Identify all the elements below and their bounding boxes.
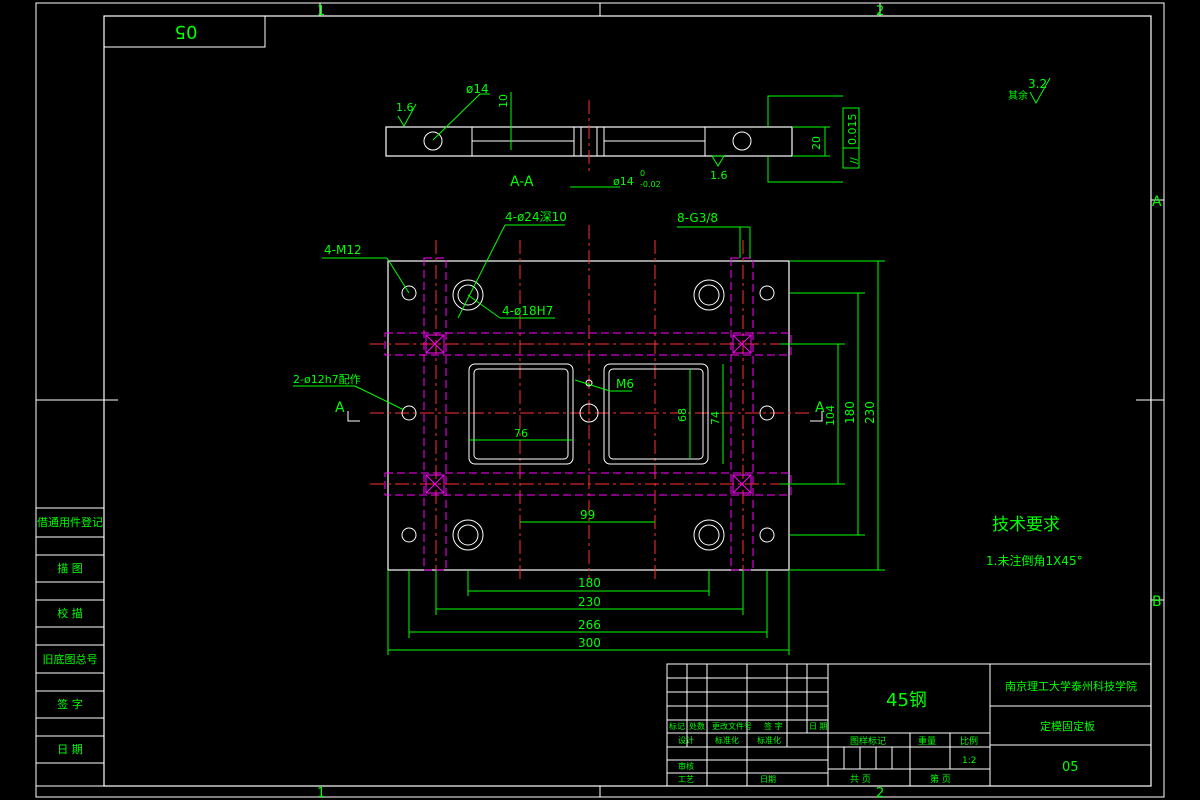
callout-m6: M6: [616, 377, 634, 391]
total-sheets-label: 共 页: [850, 774, 871, 785]
left-cell-date: 日 期: [57, 743, 83, 756]
callout-counterbore: 4-ø24深10: [505, 210, 567, 224]
standardization-label: 标准化: [715, 735, 739, 745]
zone-label-bottom-1: 1: [317, 786, 325, 800]
dim-104: 104: [824, 405, 837, 426]
roughness-right: 1.6: [710, 169, 728, 182]
dim-74: 74: [709, 411, 722, 425]
dim-bore-tol-upper: 0: [640, 169, 645, 178]
rev-doc-header: 更改文件号: [712, 721, 752, 731]
left-cell-signature: 签 字: [57, 697, 83, 711]
rev-sign-header: 签 字: [764, 721, 783, 731]
zone-label-right-a: A: [1152, 194, 1162, 210]
scale-header: 比例: [960, 735, 978, 747]
school-name: 南京理工大学泰州科技学院: [1005, 679, 1137, 693]
part-name: 定模固定板: [1040, 719, 1095, 733]
zone-label-bottom-2: 2: [876, 786, 884, 800]
designer-label: 设计: [678, 735, 694, 745]
approve-label: 日期: [760, 775, 776, 784]
dispatch-label: 标准化: [757, 735, 781, 745]
callout-pins: 2-ø12h7配作: [293, 373, 361, 386]
tolerance-value: 0.015: [846, 114, 859, 146]
callout-g38: 8-G3/8: [677, 211, 718, 225]
section-marker-left: A: [335, 400, 345, 416]
callout-m12: 4-M12: [324, 243, 362, 257]
tech-requirements-item1: 1.未注倒角1X45°: [986, 553, 1083, 568]
zone-label-top-2: 2: [876, 4, 884, 19]
dim-bore: ø14: [613, 175, 634, 188]
dim-180-vertical: 180: [843, 401, 857, 424]
weight-header: 重量: [918, 735, 936, 747]
stage-mark-header: 图样标记: [850, 735, 886, 747]
section-view: 10 ø14 ø14 0 -0.02 A-A 20 // 0.015 1.6 1…: [385, 77, 1051, 190]
dim-depth-10: 10: [497, 94, 510, 108]
process-label: 工艺: [678, 775, 694, 784]
dim-300: 300: [578, 636, 601, 650]
sheet-number-label: 第 页: [930, 773, 951, 785]
left-signoff-panel: 借通用件登记 描 图 校 描 旧底图总号 签 字 日 期: [35, 507, 105, 787]
left-cell-old-number: 旧底图总号: [43, 652, 98, 666]
material: 45钢: [886, 690, 927, 711]
checker-label: 审核: [678, 761, 694, 771]
zone-label-top-1: 1: [317, 4, 325, 19]
dim-hole-diameter: ø14: [466, 82, 489, 96]
corner-drawing-number: 05: [175, 21, 198, 42]
dim-230-vertical: 230: [863, 401, 877, 424]
left-cell-check: 校 描: [57, 606, 83, 620]
roughness-left: 1.6: [396, 101, 414, 114]
remaining-roughness-value: 3.2: [1028, 77, 1047, 91]
dim-bore-tol-lower: -0.02: [640, 180, 661, 189]
rev-count-header: 处数: [689, 721, 705, 731]
left-cell-borrow: 借通用件登记: [37, 515, 103, 529]
dim-180-horizontal: 180: [578, 576, 601, 590]
callout-h7: 4-ø18H7: [502, 304, 553, 318]
drawing-number: 05: [1062, 760, 1079, 775]
section-marker-right: A: [815, 400, 825, 416]
drawing-frame: 1 2 1 2 A B 05: [35, 2, 1165, 800]
scale-value: 1:2: [962, 756, 976, 766]
rev-mark-header: 标记: [669, 721, 685, 731]
title-block: 标记 处数 更改文件号 签 字 日 期 设计 标准化 标准化 审核 工艺 日期 …: [666, 663, 1152, 787]
tech-requirements-title: 技术要求: [992, 515, 1060, 535]
section-label: A-A: [510, 174, 534, 190]
rev-date-header: 日 期: [809, 722, 828, 731]
dim-thickness-20: 20: [810, 136, 823, 150]
zone-label-right-b: B: [1152, 594, 1162, 610]
dim-76: 76: [514, 427, 528, 440]
dim-99: 99: [580, 508, 595, 522]
dim-68: 68: [676, 408, 689, 422]
remaining-roughness-label: 其余: [1008, 89, 1028, 102]
left-cell-tracing: 描 图: [57, 561, 83, 575]
dim-230-horizontal: 230: [578, 595, 601, 609]
tolerance-symbol: //: [849, 157, 860, 164]
tech-requirements: 技术要求 1.未注倒角1X45°: [986, 515, 1083, 568]
dim-266: 266: [578, 618, 601, 632]
plan-view: 4-M12 4-ø24深10 4-ø18H7 8-G3/8 2-ø12h7配作 …: [293, 210, 885, 655]
